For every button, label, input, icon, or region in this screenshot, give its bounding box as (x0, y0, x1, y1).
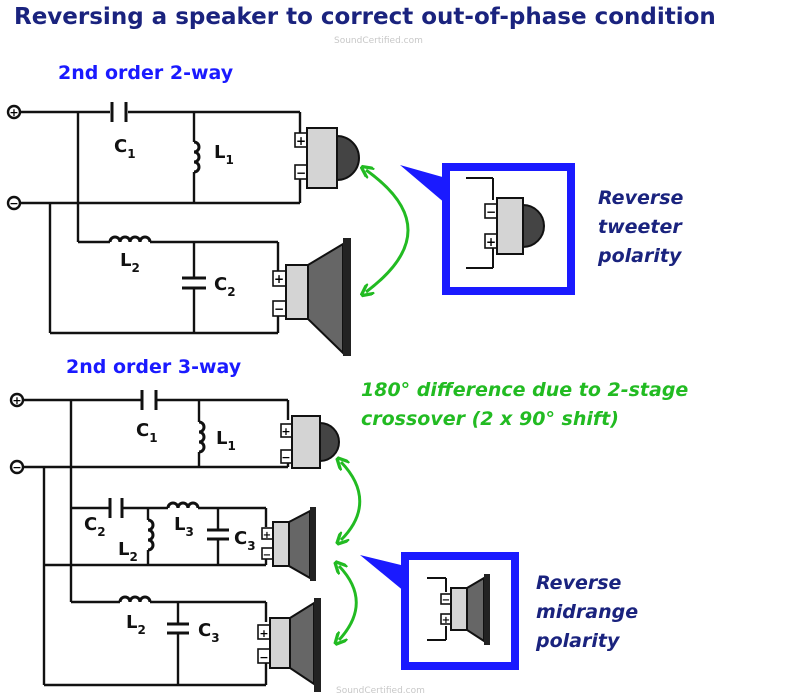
note-line: polarity (536, 630, 620, 652)
label-l3-3way: L3 (174, 514, 194, 539)
note-line: midrange (536, 601, 639, 623)
label-c1-3way: C1 (136, 420, 158, 445)
note-reverse-tweeter: Reverse tweeter polarity (598, 184, 683, 271)
terminal-plus: + (281, 425, 290, 438)
terminal-minus: − (281, 451, 290, 464)
callout-reverse-midrange (360, 552, 519, 670)
phase-arrow-mid-woofer (339, 566, 358, 640)
inductor-coil (166, 501, 200, 509)
phase-arrow-tweeter-mid (341, 462, 362, 540)
terminal-minus: − (296, 166, 306, 180)
note-line: Reverse (536, 572, 622, 594)
woofer-3way (257, 598, 321, 692)
woofer-2way (272, 238, 351, 356)
note-line: 180° difference due to 2-stage (361, 379, 689, 401)
callout-reverse-tweeter (400, 163, 575, 295)
note-reverse-midrange: Reverse midrange polarity (536, 569, 638, 656)
tweeter-2way (294, 127, 360, 189)
section-label-3way: 2nd order 3-way (66, 356, 242, 378)
inductor-coil (108, 235, 152, 243)
terminal-minus: − (274, 302, 284, 316)
terminal-minus: − (442, 595, 450, 606)
inductor-coil (146, 518, 155, 552)
label-l2-2way: L2 (120, 250, 140, 275)
terminal-plus: + (296, 134, 306, 148)
watermark-top: SoundCertified.com (334, 36, 423, 46)
terminal-plus: + (259, 627, 268, 640)
note-line: Reverse (598, 187, 684, 209)
label-l1-3way: L1 (216, 428, 236, 453)
note-line: tweeter (598, 216, 682, 238)
label-c2-3way: C2 (84, 514, 106, 539)
inductor-coil (118, 595, 152, 603)
note-line: polarity (598, 245, 682, 267)
label-l2b-3way: L2 (126, 612, 146, 637)
page-title: Reversing a speaker to correct out-of-ph… (14, 4, 716, 30)
section-label-2way: 2nd order 2-way (58, 62, 234, 84)
inductor-coil (192, 140, 201, 174)
label-c2-2way: C2 (214, 274, 236, 299)
input-minus-sign: − (9, 197, 18, 210)
circuit-3way (9, 390, 290, 687)
note-phase-shift: 180° difference due to 2-stage crossover… (361, 376, 688, 434)
phase-arrow-2way (366, 170, 410, 292)
terminal-minus: − (263, 550, 271, 561)
label-c1-2way: C1 (114, 136, 136, 161)
terminal-plus: + (442, 615, 450, 626)
label-l1-2way: L1 (214, 142, 234, 167)
label-c3b-3way: C3 (198, 620, 220, 645)
circuit-2way (6, 102, 302, 335)
terminal-minus: − (259, 651, 268, 664)
note-line: crossover (2 x 90° shift) (361, 408, 619, 430)
midrange-3way (261, 507, 316, 581)
watermark-bottom: SoundCertified.com (336, 686, 425, 696)
label-l2-3way: L2 (118, 539, 138, 564)
terminal-plus: + (486, 235, 496, 249)
input-plus-sign: + (9, 106, 18, 119)
terminal-minus: − (486, 205, 496, 219)
terminal-plus: + (263, 530, 271, 541)
tweeter-3way (280, 415, 340, 469)
inductor-coil (197, 420, 206, 454)
terminal-plus: + (274, 272, 284, 286)
input-minus-sign: − (12, 461, 21, 474)
label-c3-3way: C3 (234, 528, 256, 553)
input-plus-sign: + (12, 394, 21, 407)
